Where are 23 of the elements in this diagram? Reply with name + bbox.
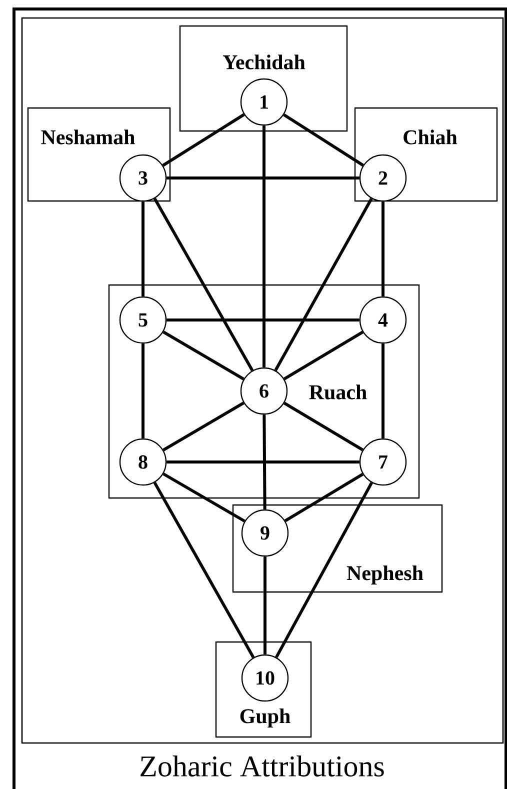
- connecting-line: [166, 176, 360, 180]
- connecting-line: [264, 556, 266, 654]
- connecting-line: [166, 318, 360, 322]
- connecting-line: [162, 330, 244, 380]
- connecting-line: [262, 126, 266, 368]
- connecting-line: [162, 113, 245, 167]
- connecting-line: [274, 198, 373, 372]
- connecting-line: [142, 202, 144, 296]
- title: Zoharic Attributions: [140, 755, 384, 777]
- connecting-line: [142, 344, 144, 438]
- connecting-line: [262, 414, 266, 510]
- connecting-line: [275, 482, 373, 658]
- connecting-line: [153, 482, 255, 658]
- connecting-line: [382, 202, 384, 296]
- connecting-line: [284, 472, 364, 522]
- connecting-line: [284, 402, 364, 452]
- connecting-line: [166, 460, 360, 464]
- connecting-line: [162, 472, 246, 522]
- connecting-line: [153, 198, 254, 372]
- connecting-line: [283, 113, 364, 167]
- connecting-line: [162, 402, 244, 452]
- connecting-line: [284, 330, 364, 380]
- connecting-line: [382, 344, 384, 438]
